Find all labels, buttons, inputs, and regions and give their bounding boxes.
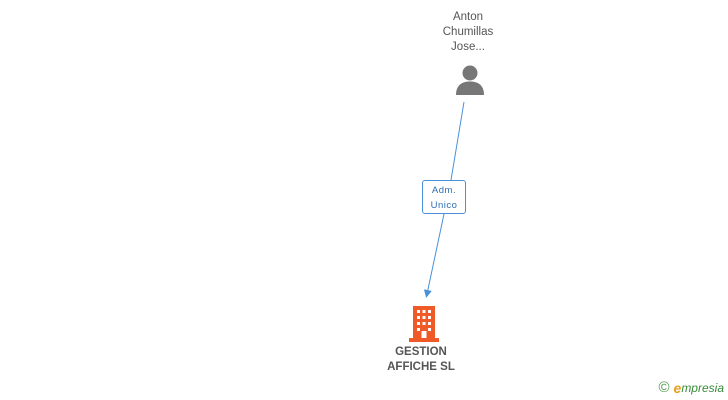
brand-name: mpresia bbox=[681, 380, 724, 395]
empresia-watermark: © e mpresia bbox=[658, 379, 724, 396]
relation-label[interactable]: Adm. Unico bbox=[422, 180, 466, 214]
brand-initial: e bbox=[673, 379, 682, 396]
company-node-name[interactable]: GESTION AFFICHE SL bbox=[370, 345, 472, 375]
building-icon[interactable] bbox=[406, 304, 442, 342]
person-name-line-2: Chumillas bbox=[442, 26, 494, 38]
copyright-symbol: © bbox=[658, 379, 670, 396]
person-name-line-1: Anton bbox=[452, 11, 484, 23]
relation-label-line-2: Unico bbox=[430, 200, 458, 211]
person-name-line-3: Jose... bbox=[451, 41, 485, 53]
person-node-name[interactable]: Anton Chumillas Jose... bbox=[418, 10, 518, 55]
person-icon[interactable] bbox=[455, 64, 485, 96]
company-name-line-1: GESTION bbox=[395, 346, 447, 358]
relation-label-line-1: Adm. bbox=[431, 185, 457, 196]
edge-person-to-label bbox=[450, 101, 465, 181]
company-name-line-2: AFFICHE SL bbox=[387, 361, 455, 373]
edge-label-to-company bbox=[423, 213, 445, 298]
